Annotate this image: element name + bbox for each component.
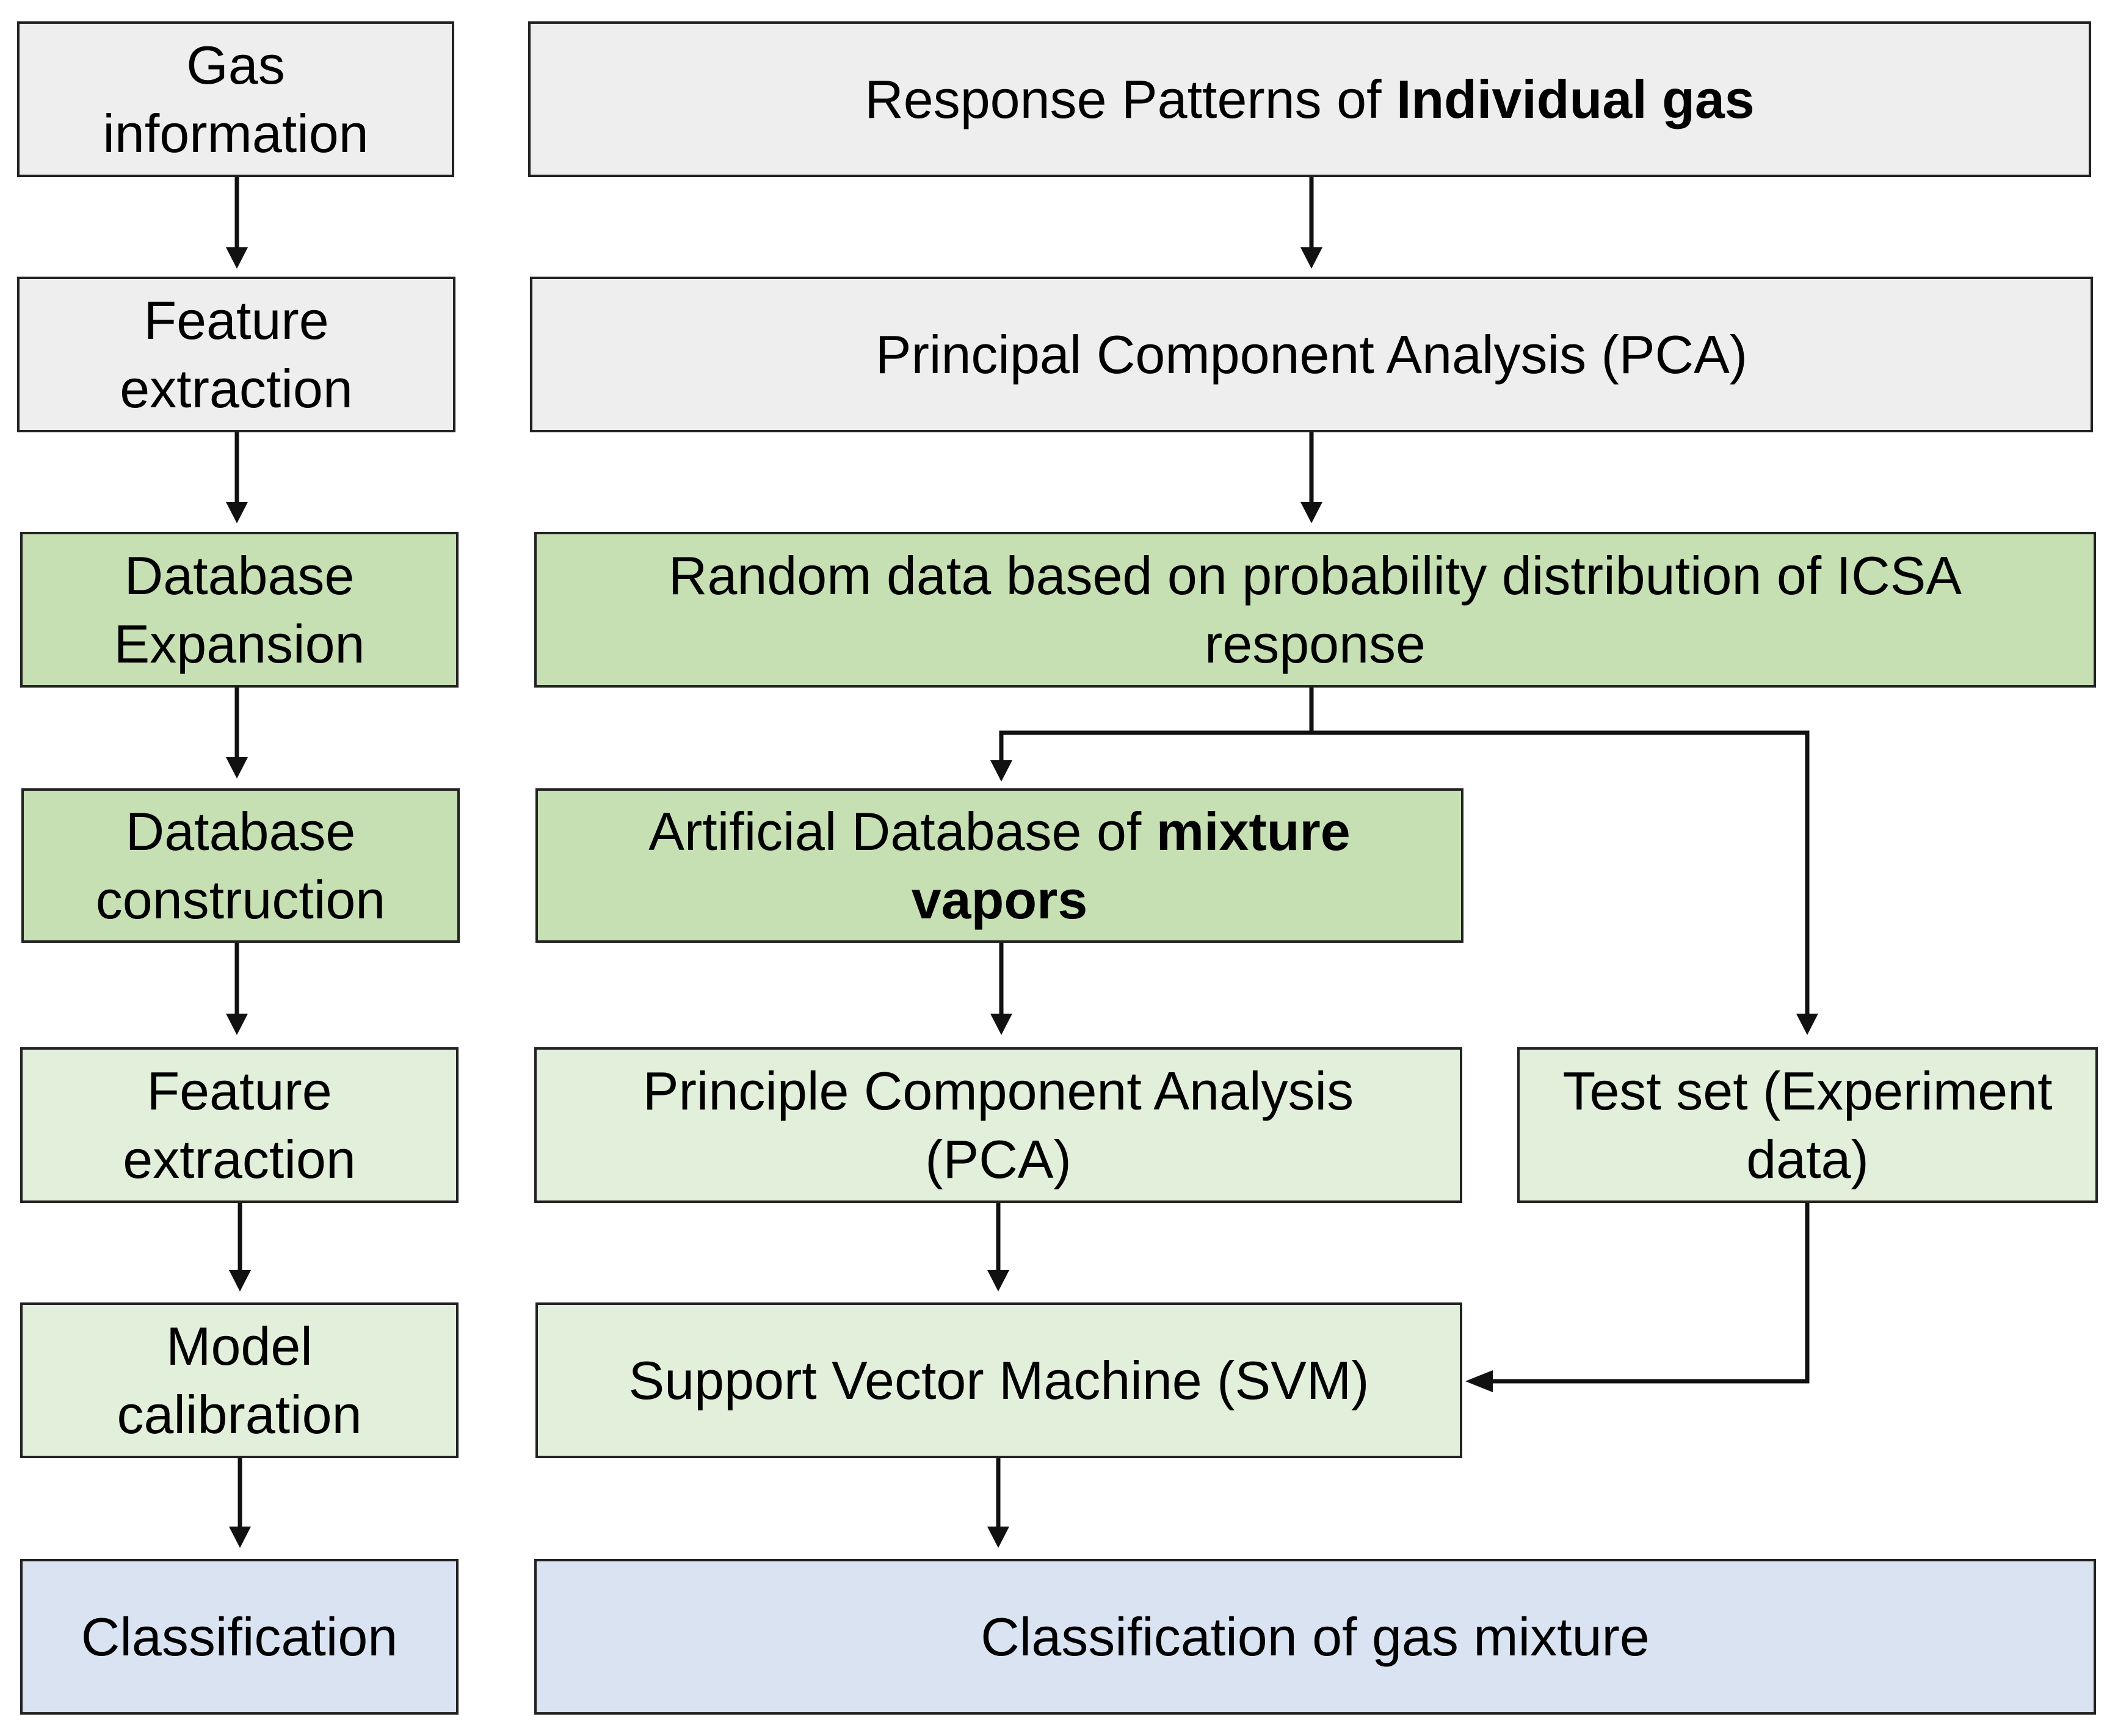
stage-feature-extraction-2: Feature extraction [20,1047,459,1203]
pca-1-label: Principal Component Analysis (PCA) [875,324,1748,385]
random-data-label: Random data based on probability distrib… [668,545,1962,674]
stage-classification-label: Classification [81,1606,398,1667]
artificial-database-bold: mixture vapors [911,801,1351,930]
box-response-patterns: Response Patterns of Individual gas [528,21,2091,177]
arrowhead-left-1 [226,247,248,269]
arrowhead-left-2 [226,502,248,523]
arrowhead-left-5 [229,1270,251,1291]
box-random-data: Random data based on probability distrib… [534,532,2096,688]
response-patterns-text: Response Patterns of Individual gas [852,65,1767,134]
box-artificial-database: Artificial Database of mixture vapors [535,788,1463,943]
response-patterns-bold: Individual gas [1396,68,1755,129]
stage-database-expansion-label: Database Expansion [114,545,365,674]
box-svm: Support Vector Machine (SVM) [535,1302,1462,1458]
arrowhead-main-2 [1300,502,1322,523]
box-test-set: Test set (Experiment data) [1517,1047,2098,1203]
arrowhead-split-left [990,760,1012,782]
test-set-label: Test set (Experiment data) [1562,1060,2053,1189]
stage-feature-extraction-2-label: Feature extraction [123,1060,356,1189]
stage-model-calibration: Model calibration [20,1302,459,1458]
arrowhead-split-right [1796,1014,1818,1035]
response-patterns-prefix: Response Patterns of [865,68,1396,129]
stage-gas-information-label: Gas information [103,34,369,164]
arrowhead-mid-1 [990,1014,1012,1035]
classification-result-label: Classification of gas mixture [981,1606,1650,1667]
test-to-svm-line [1484,1203,1810,1384]
artificial-database-prefix: Artificial Database of [648,801,1156,862]
stage-database-expansion: Database Expansion [20,532,459,688]
stage-feature-extraction-1-label: Feature extraction [120,289,353,419]
box-classification-result: Classification of gas mixture [534,1559,2096,1715]
artificial-database-text: Artificial Database of mixture vapors [590,797,1409,934]
arrowhead-test-to-svm [1465,1370,1493,1392]
arrowhead-mid-2 [987,1270,1009,1291]
stage-model-calibration-label: Model calibration [117,1315,362,1445]
arrowhead-mid-3 [987,1527,1009,1548]
stage-feature-extraction-1: Feature extraction [17,277,455,432]
arrowhead-left-3 [226,757,248,779]
svm-label: Support Vector Machine (SVM) [628,1349,1369,1411]
arrowhead-left-4 [226,1014,248,1035]
box-pca-1: Principal Component Analysis (PCA) [530,277,2093,432]
stage-classification: Classification [20,1559,459,1715]
stage-database-construction: Database construction [21,788,460,943]
split-line [999,688,1810,1026]
arrowhead-left-6 [229,1527,251,1548]
stage-gas-information: Gas information [17,21,454,177]
pca-2-label: Principle Component Analysis (PCA) [642,1060,1354,1189]
arrowhead-main-1 [1300,247,1322,269]
box-pca-2: Principle Component Analysis (PCA) [534,1047,1462,1203]
stage-database-construction-label: Database construction [95,801,386,930]
